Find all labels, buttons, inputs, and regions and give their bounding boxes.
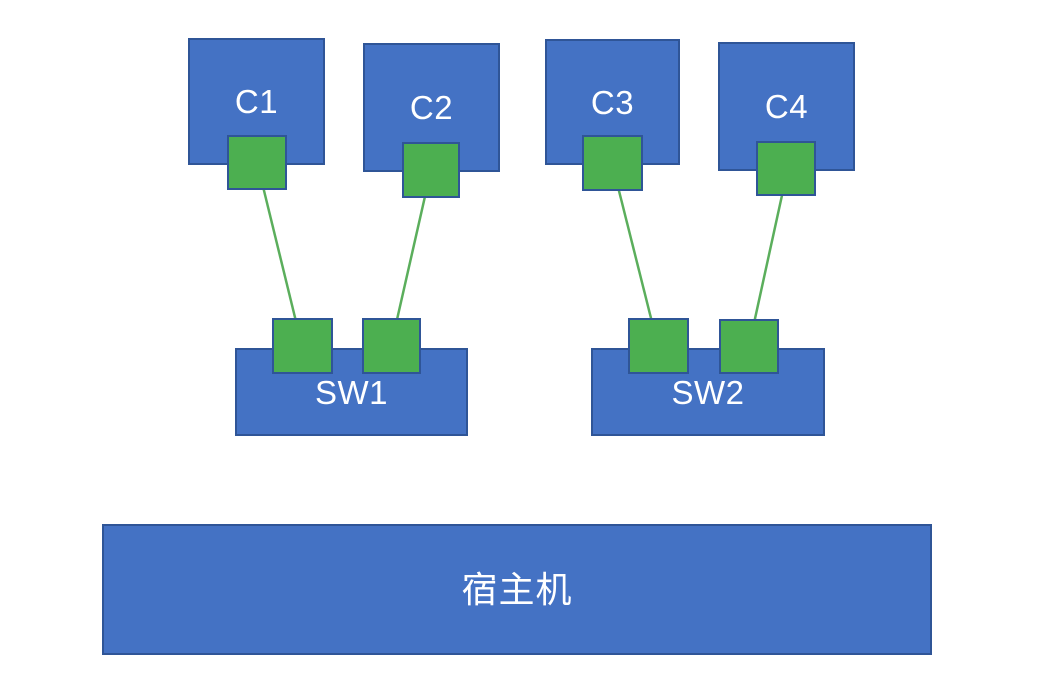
container-c3-port [582,135,643,191]
container-c4-label: C4 [764,88,809,125]
link-c4-sw2 [747,167,790,347]
link-c3-sw2 [610,162,660,347]
switch-node-sw2: SW2 [591,348,825,436]
switch-sw2-port-left [628,318,689,374]
container-c1-port [227,135,287,190]
switch-sw1-port-right [362,318,421,374]
container-c2-label: C2 [409,89,454,126]
switch-sw1-port-left [272,318,333,374]
container-c3-label: C3 [590,83,635,121]
host-label: 宿主机 [461,568,573,610]
switch-sw2-port-right [719,319,779,374]
switch-sw1-label: SW1 [314,373,388,411]
switch-sw2-label: SW2 [671,373,745,411]
host-node: 宿主机 [102,524,932,655]
switch-node-sw1: SW1 [235,348,468,436]
container-c4-port [756,141,816,196]
container-c1-label: C1 [234,83,279,120]
container-c2-port [402,142,460,198]
link-c1-sw1 [255,161,304,347]
link-c2-sw1 [389,169,433,347]
container-node-c4: C4 [718,42,855,171]
